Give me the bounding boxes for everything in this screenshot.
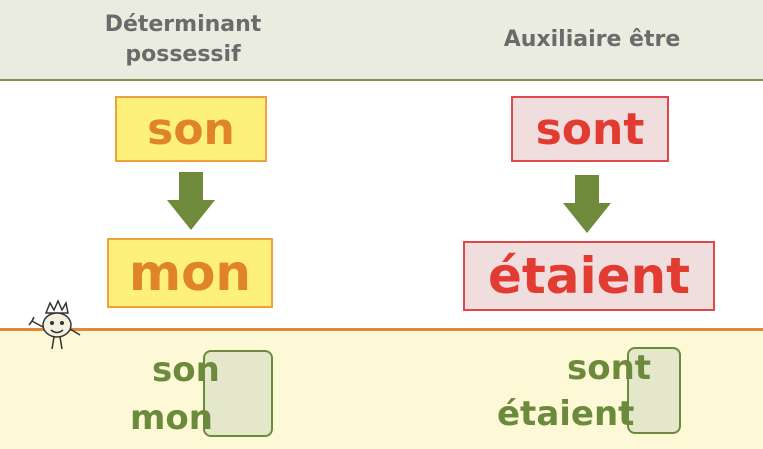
- word-box-son: son: [115, 96, 267, 162]
- bottom-word-son: son: [152, 350, 220, 390]
- ending-highlight-left: [203, 350, 273, 437]
- column-title-line2: possessif: [125, 41, 241, 67]
- word-box-sont: sont: [511, 96, 669, 162]
- word-box-mon: mon: [107, 238, 273, 308]
- column-title-line1: Déterminant: [104, 11, 262, 37]
- word-box-etaient: étaient: [463, 241, 715, 311]
- column-title-auxiliaire: Auxiliaire être: [503, 26, 681, 52]
- crowned-mascot-icon: [28, 299, 81, 350]
- down-arrow-icon: [563, 175, 611, 233]
- bottom-word-etaient: étaient: [497, 394, 635, 434]
- header-bar: Déterminant possessif Auxiliaire être: [0, 0, 763, 81]
- bottom-word-sont: sont: [567, 348, 652, 388]
- ending-highlight-right: [627, 347, 681, 434]
- column-title-determinant: Déterminant possessif: [48, 0, 318, 79]
- down-arrow-icon: [167, 172, 215, 230]
- bottom-word-mon: mon: [130, 398, 213, 438]
